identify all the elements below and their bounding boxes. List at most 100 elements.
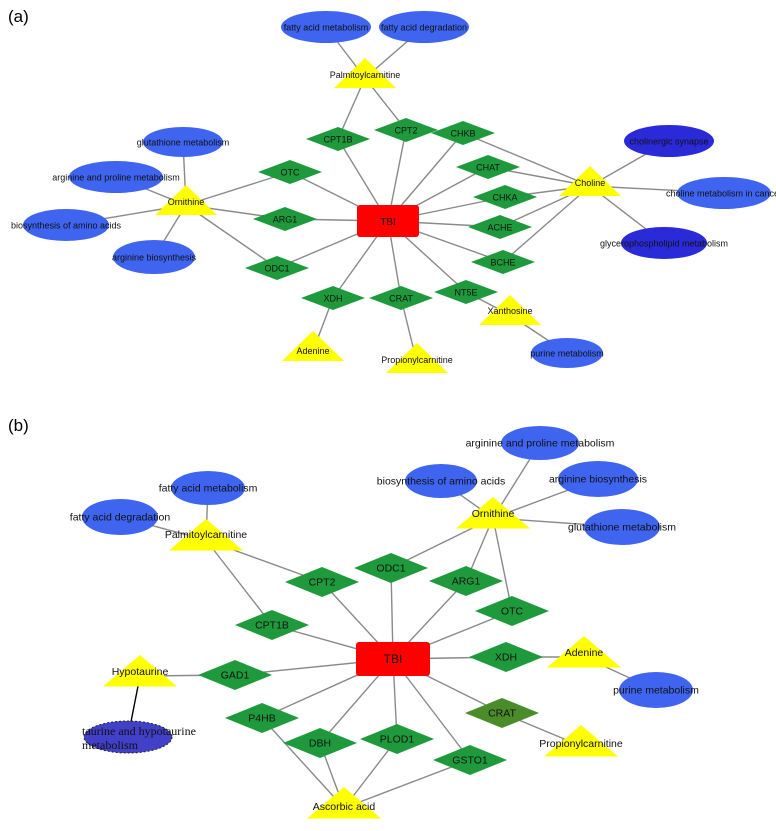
pathway-node-arginine-and-proline-metabolism[interactable]: arginine and proline metabolism xyxy=(52,161,180,193)
gene-node-cpt1b[interactable]: CPT1B xyxy=(306,127,370,151)
pathway-node-arginine-biosynthesis[interactable]: arginine biosynthesis xyxy=(112,240,197,274)
metabolite-node-adenine[interactable]: Adenine xyxy=(547,636,621,668)
pathway-ellipse xyxy=(558,461,638,497)
panel-a-label: (a) xyxy=(8,7,29,26)
gene-node-chka[interactable]: CHKA xyxy=(473,185,537,209)
gene-node-ache[interactable]: ACHE xyxy=(468,215,532,239)
metabolite-label: Ascorbic acid xyxy=(313,801,376,813)
diamond-icon xyxy=(465,698,539,728)
gene-label: DBH xyxy=(309,738,331,750)
gene-node-odc1[interactable]: ODC1 xyxy=(245,256,309,280)
gene-label: CPT1B xyxy=(323,135,352,145)
gene-label: CRAT xyxy=(488,708,516,720)
pathway-label: fatty acid metabolism xyxy=(159,483,258,495)
pathway-node-fatty-acid-degradation[interactable]: fatty acid degradation xyxy=(70,499,171,535)
gene-label: CHAT xyxy=(476,163,500,173)
gene-node-cpt1b[interactable]: CPT1B xyxy=(235,610,309,640)
pathway-label: glutathione metabolism xyxy=(568,522,676,534)
gene-label: CPT2 xyxy=(309,577,336,589)
gene-node-crat[interactable]: CRAT xyxy=(465,698,539,728)
pathway-label: fatty acid degradation xyxy=(70,512,171,524)
triangle-icon xyxy=(479,295,541,325)
triangle-icon xyxy=(103,655,177,687)
hub-node-tbi[interactable]: TBI xyxy=(357,205,419,237)
pathway-node-glutathione-metabolism[interactable]: glutathione metabolism xyxy=(137,127,230,157)
metabolite-node-ornithine[interactable]: Ornithine xyxy=(456,497,530,529)
hub-label: TBI xyxy=(384,652,403,666)
metabolite-node-choline[interactable]: Choline xyxy=(559,166,621,196)
gene-node-xdh[interactable]: XDH xyxy=(469,642,543,672)
diamond-icon xyxy=(456,155,520,179)
gene-node-gad1[interactable]: GAD1 xyxy=(198,660,272,690)
pathway-node-glutathione-metabolism[interactable]: glutathione metabolism xyxy=(568,509,676,545)
metabolite-node-palmitoylcarnitine[interactable]: Palmitoylcarnitine xyxy=(330,58,401,88)
pathway-node-purine-metabolism[interactable]: purine metabolism xyxy=(530,338,604,368)
metabolite-node-ornithine[interactable]: Ornithine xyxy=(155,185,217,215)
metabolite-label: Ornithine xyxy=(472,508,515,520)
gene-node-odc1[interactable]: ODC1 xyxy=(354,553,428,583)
pathway-node-choline-metabolism-in-cancer[interactable]: choline metabolism in cancer xyxy=(666,177,776,209)
gene-node-plod1[interactable]: PLOD1 xyxy=(360,724,434,754)
pathway-label: purine metabolism xyxy=(530,349,604,359)
pathway-node-arginine-and-proline-metabolism[interactable]: arginine and proline metabolism xyxy=(466,426,615,460)
gene-node-nt5e[interactable]: NT5E xyxy=(434,280,498,304)
gene-node-dbh[interactable]: DBH xyxy=(283,728,357,758)
gene-node-p4hb[interactable]: P4HB xyxy=(225,703,299,733)
gene-node-chkb[interactable]: CHKB xyxy=(431,121,495,145)
metabolite-label: Xanthosine xyxy=(487,306,532,316)
pathway-node-purine-metabolism[interactable]: purine metabolism xyxy=(613,672,699,708)
pathway-label: purine metabolism xyxy=(613,685,699,697)
pathway-node-glycerophospholipid-metabolism[interactable]: glycerophospholipid metabolism xyxy=(600,227,728,259)
gene-node-crat[interactable]: CRAT xyxy=(369,286,433,310)
gene-node-arg1[interactable]: ARG1 xyxy=(253,207,317,231)
metabolite-node-ascorbic-acid[interactable]: Ascorbic acid xyxy=(307,787,381,819)
edge-choline-chkb xyxy=(462,132,591,187)
metabolite-label: Propionylcarnitine xyxy=(539,738,623,750)
pathway-node-fatty-acid-metabolism[interactable]: fatty acid metabolism xyxy=(281,11,371,43)
gene-node-chat[interactable]: CHAT xyxy=(456,155,520,179)
pathway-label: choline metabolism in cancer xyxy=(666,189,776,199)
gene-label: CPT2 xyxy=(394,126,417,136)
pathway-label: glycerophospholipid metabolism xyxy=(600,239,728,249)
edge-ornithine-otc xyxy=(185,171,291,206)
gene-label: CHKA xyxy=(492,193,517,203)
pathway-node-biosynthesis-of-amino-acids[interactable]: biosynthesis of amino acids xyxy=(11,209,122,241)
metabolite-node-palmitoylcarnitine[interactable]: Palmitoylcarnitine xyxy=(165,519,247,551)
gene-node-gsto1[interactable]: GSTO1 xyxy=(433,745,507,775)
pathway-node-biosynthesis-of-amino-acids[interactable]: biosynthesis of amino acids xyxy=(377,464,505,498)
diamond-icon xyxy=(468,215,532,239)
pathway-node-arginine-biosynthesis[interactable]: arginine biosynthesis xyxy=(549,461,647,497)
panel-b-label: (b) xyxy=(8,416,29,435)
hub-node-tbi[interactable]: TBI xyxy=(356,642,430,676)
pathway-node-cholinergic-synapse[interactable]: cholinergic synapse xyxy=(624,125,714,157)
metabolite-node-propionylcarnitine[interactable]: Propionylcarnitine xyxy=(381,343,453,373)
pathway-node-fatty-acid-degradation[interactable]: fatty acid degradation xyxy=(379,11,469,43)
gene-label: ODC1 xyxy=(264,264,289,274)
diamond-icon xyxy=(301,286,365,310)
gene-node-cpt2[interactable]: CPT2 xyxy=(374,118,438,142)
metabolite-node-adenine[interactable]: Adenine xyxy=(282,331,344,361)
metabolite-label: Propionylcarnitine xyxy=(381,355,453,365)
edge-ornithine-odc1 xyxy=(185,204,278,269)
diamond-icon xyxy=(198,660,272,690)
gene-node-xdh[interactable]: XDH xyxy=(301,286,365,310)
metabolite-node-propionylcarnitine[interactable]: Propionylcarnitine xyxy=(539,725,623,757)
gene-node-bche[interactable]: BCHE xyxy=(471,250,535,274)
pathway-ellipse xyxy=(624,125,714,157)
gene-node-otc[interactable]: OTC xyxy=(475,596,549,626)
gene-label: OTC xyxy=(501,606,524,618)
pathway-label: biosynthesis of amino acids xyxy=(377,476,505,488)
pathway-node-fatty-acid-metabolism[interactable]: fatty acid metabolism xyxy=(159,471,258,505)
gene-node-cpt2[interactable]: CPT2 xyxy=(285,567,359,597)
gene-node-otc[interactable]: OTC xyxy=(258,160,322,184)
gene-node-arg1[interactable]: ARG1 xyxy=(429,566,503,596)
triangle-icon xyxy=(155,185,217,215)
pathway-label: arginine and proline metabolism xyxy=(466,438,615,450)
diamond-icon xyxy=(258,160,322,184)
gene-label: ODC1 xyxy=(376,563,405,575)
metabolite-node-xanthosine[interactable]: Xanthosine xyxy=(479,295,541,325)
diamond-icon xyxy=(473,185,537,209)
metabolite-node-hypotaurine[interactable]: Hypotaurine xyxy=(103,655,177,687)
